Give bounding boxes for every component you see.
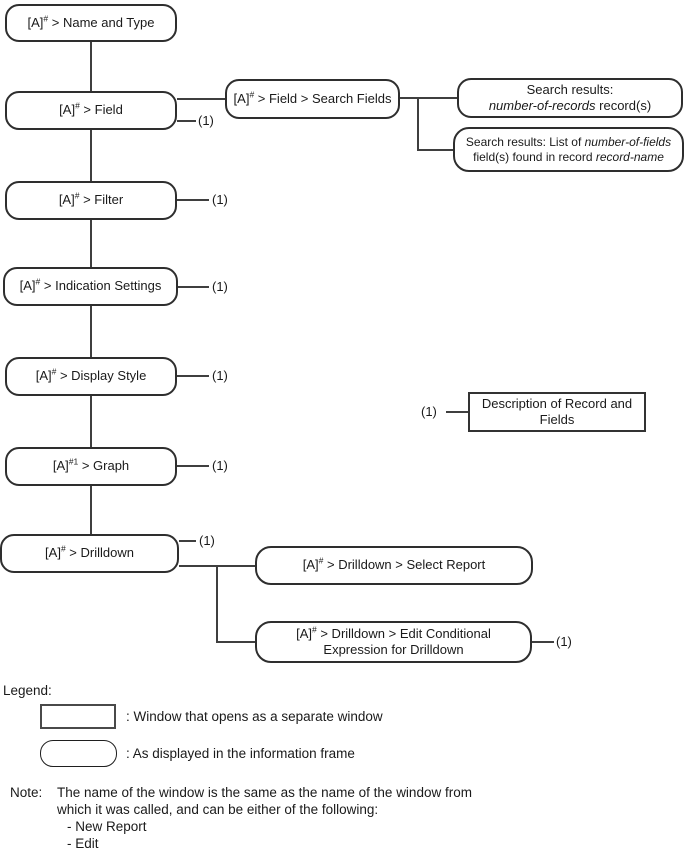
- legend-rectangle-label: : Window that opens as a separate window: [126, 709, 383, 724]
- node-graph: [A]#1 > Graph: [5, 447, 177, 486]
- note-line1: The name of the window is the same as th…: [57, 785, 472, 800]
- node-label: [A]# > Drilldown: [45, 544, 134, 561]
- node-name-and-type: [A]# > Name and Type: [5, 4, 177, 42]
- connector-filter-ref1: [177, 199, 209, 201]
- legend-rounded-label: : As displayed in the information frame: [126, 746, 355, 761]
- node-search-results-records: Search results:number-of-records record(…: [457, 78, 683, 118]
- legend-title: Legend:: [3, 683, 52, 698]
- connector-nametype-field: [90, 42, 92, 91]
- node-label: [A]# > Display Style: [35, 367, 147, 384]
- node-label: [A]# > Field > Search Fields: [233, 89, 392, 106]
- connector-editconditional-ref1: [532, 641, 554, 643]
- node-label: [A]# > Indication Settings: [19, 277, 162, 294]
- connector-graph-drilldown: [90, 486, 92, 534]
- connector-drilldown-editconditional: [216, 641, 255, 643]
- connector-field-filter: [90, 130, 92, 181]
- node-label: Search results:number-of-records record(…: [488, 81, 652, 113]
- node-label: [A]#1 > Graph: [52, 457, 130, 474]
- note-line2: which it was called, and can be either o…: [57, 802, 379, 817]
- connector-displaystyle-graph: [90, 396, 92, 447]
- node-label: [A]# > Name and Type: [27, 13, 155, 30]
- connector-indication-displaystyle: [90, 306, 92, 357]
- node-label: [A]# > Drilldown > Select Report: [302, 556, 486, 573]
- node-label: [A]# > Field: [59, 101, 123, 118]
- ref-label-indication: (1): [212, 279, 228, 294]
- node-filter: [A]# > Filter: [5, 181, 177, 220]
- connector-drilldown-ref1: [179, 540, 196, 542]
- connector-field-searchfields: [177, 98, 225, 100]
- ref-label-graph: (1): [212, 458, 228, 473]
- node-label: Description of Record and Fields: [481, 395, 633, 427]
- node-display-style: [A]# > Display Style: [5, 357, 177, 396]
- node-drilldown-edit-conditional: [A]# > Drilldown > Edit Conditional Expr…: [255, 621, 532, 663]
- connector-graph-ref1: [177, 465, 209, 467]
- legend-rounded-symbol: [40, 740, 117, 767]
- node-indication-settings: [A]# > Indication Settings: [3, 267, 178, 306]
- node-drilldown: [A]# > Drilldown: [0, 534, 179, 573]
- connector-displaystyle-ref1: [177, 375, 209, 377]
- node-field-search-fields: [A]# > Field > Search Fields: [225, 79, 400, 119]
- node-label: [A]# > Drilldown > Edit Conditional Expr…: [296, 624, 491, 657]
- ref-label-filter: (1): [212, 192, 228, 207]
- ref-label-edit-conditional: (1): [556, 634, 572, 649]
- note-item-new-report: - New Report: [67, 819, 147, 834]
- note-item-edit: - Edit: [67, 836, 99, 851]
- connector-results-fields: [417, 149, 453, 151]
- ref-label-display-style: (1): [212, 368, 228, 383]
- connector-indication-ref1: [178, 286, 209, 288]
- connector-filter-indication: [90, 220, 92, 267]
- ref-label-field: (1): [198, 113, 214, 128]
- node-label: [A]# > Filter: [58, 191, 124, 208]
- ref-label-drilldown: (1): [199, 533, 215, 548]
- note-label: Note:: [10, 785, 43, 800]
- node-description-of-record-and-fields: Description of Record and Fields: [468, 392, 646, 432]
- connector-searchfields-results: [400, 97, 457, 99]
- ref-label-description: (1): [421, 404, 437, 419]
- node-label: Search results: List of number-of-fields…: [465, 134, 672, 164]
- connector-field-ref1: [177, 120, 196, 122]
- connector-drilldown-branch: [216, 565, 218, 641]
- node-field: [A]# > Field: [5, 91, 177, 130]
- node-search-results-fields: Search results: List of number-of-fields…: [453, 127, 684, 172]
- connector-results-branch: [417, 97, 419, 149]
- legend-rectangle-symbol: [40, 704, 116, 729]
- node-drilldown-select-report: [A]# > Drilldown > Select Report: [255, 546, 533, 585]
- connector-ref1-description: [446, 411, 468, 413]
